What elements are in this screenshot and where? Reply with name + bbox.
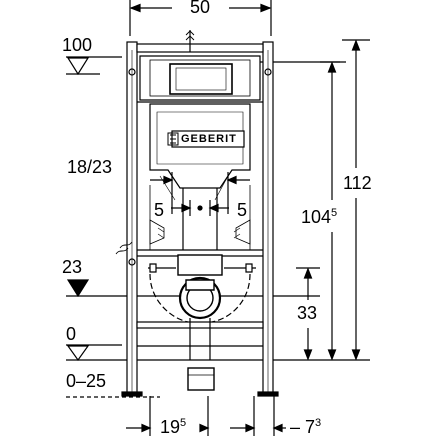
frame [121, 41, 279, 397]
bottom-right-main: 7 [305, 417, 316, 437]
dimension-bottom [126, 396, 286, 436]
level-top-label: 100 [62, 35, 93, 55]
level-floor-label: 0 [66, 324, 77, 344]
bottom-right-label: – 73 [290, 417, 322, 437]
level-marker-floor [66, 344, 370, 362]
height-inner-sup: 5 [331, 207, 338, 219]
offset-left-label: 5 [153, 200, 166, 220]
offset-right-label: 5 [236, 200, 249, 220]
dimension-offsets [171, 200, 229, 216]
dimension-height-inner [320, 61, 346, 361]
bottom-left-label: 195 [160, 417, 187, 437]
dimension-height-total [342, 39, 370, 361]
bottom-right-sup: 3 [315, 417, 322, 429]
dimension-width-total [129, 0, 272, 36]
brand-logo-text: GEBERIT [181, 133, 237, 145]
level-mid-label: 23 [62, 257, 83, 277]
level-range-label: 0–25 [66, 371, 107, 391]
bottom-left-sup: 5 [180, 417, 187, 429]
height-inner-label: 1045 [300, 207, 339, 227]
height-total-label: 112 [342, 173, 373, 193]
width-total-label: 50 [189, 0, 211, 17]
flush-spacing-label: 18/23 [66, 157, 114, 177]
brand-logo [167, 130, 245, 148]
outlet-assembly [115, 241, 256, 391]
height-inner-main: 104 [301, 207, 332, 227]
dimension-flush-spacing [150, 172, 250, 214]
dimension-height-outlet [296, 267, 320, 361]
cistern [139, 30, 261, 201]
bottom-left-main: 19 [160, 417, 181, 437]
height-outlet-label: 33 [296, 303, 319, 323]
flush-pipe [149, 185, 251, 250]
